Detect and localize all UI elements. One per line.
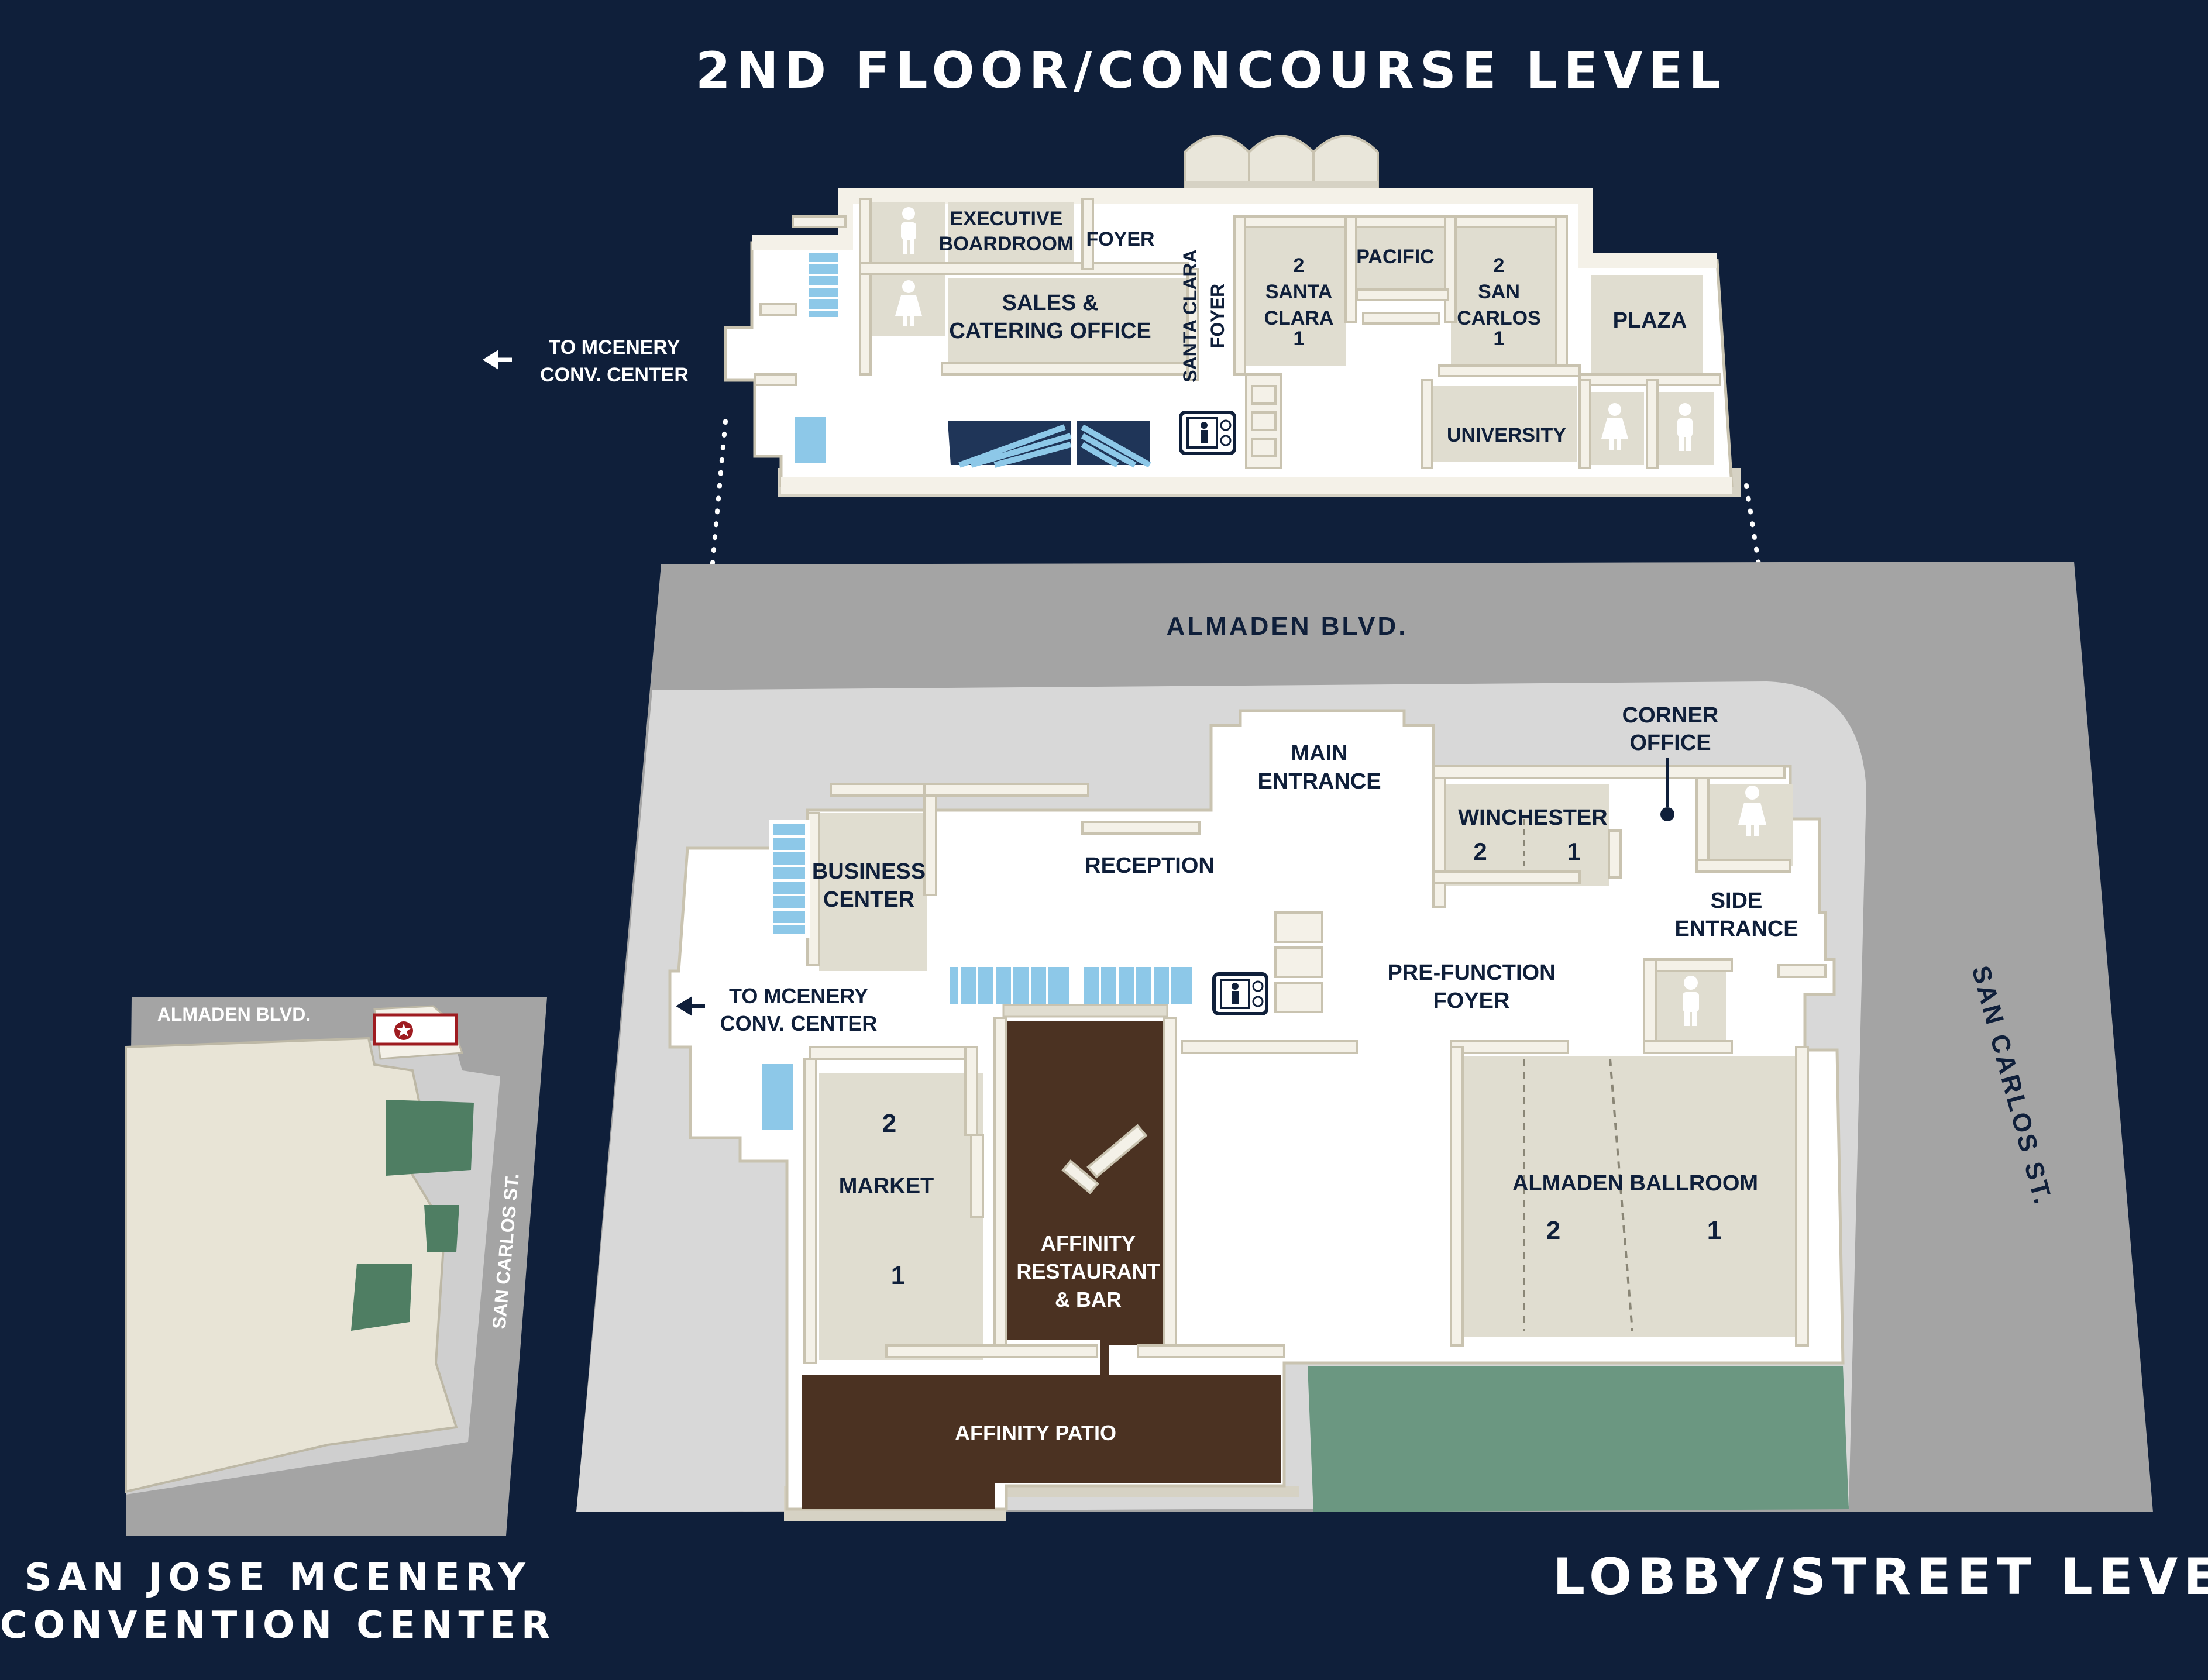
to-mcenery-2f-label-2: CONV. CENTER (540, 364, 689, 386)
san-carlos-label-name2: CARLOS (1457, 307, 1541, 329)
market-room (819, 1073, 983, 1360)
side-entrance-label-2: ENTRANCE (1674, 917, 1798, 941)
corner-office-label-2: OFFICE (1629, 731, 1711, 755)
lobby-walls (803, 765, 1827, 1364)
stairs-icon (806, 250, 841, 321)
market-1-label: 1 (891, 1261, 905, 1290)
restroom-men-icon (1683, 976, 1699, 1026)
ballroom-2-label: 2 (1546, 1216, 1560, 1245)
santa-clara-foyer-label-2: FOYER (1207, 284, 1228, 348)
lobby-title: LOBBY/STREET LEVEL (1553, 1548, 2208, 1606)
restroom-women-icon (1738, 786, 1766, 836)
main-entrance-label-2: ENTRANCE (1257, 769, 1381, 794)
garden-area (1308, 1366, 1849, 1512)
almaden-ballroom-label: ALMADEN BALLROOM (1512, 1171, 1758, 1196)
escalator-icon (757, 963, 1195, 1134)
market-label: MARKET (839, 1174, 934, 1199)
executive-boardroom-label-2: BOARDROOM (939, 233, 1074, 255)
santa-clara-label-name2: CLARA (1264, 307, 1334, 329)
elevator-icon (1212, 972, 1268, 1015)
san-carlos-label-1: 1 (1494, 328, 1505, 350)
business-center-label-2: CENTER (823, 887, 914, 912)
san-carlos-label-name1: SAN (1478, 281, 1520, 303)
university-room (1430, 386, 1577, 462)
arrow-left-icon (676, 996, 705, 1016)
santa-clara-room (1240, 225, 1346, 366)
convention-title-line1: SAN JOSE MCENERY (25, 1556, 531, 1599)
affinity-patio-label: AFFINITY PATIO (955, 1421, 1116, 1445)
elevator-icon (1179, 411, 1236, 455)
restroom-women-icon (895, 280, 922, 326)
restroom-women-icon (1601, 403, 1628, 450)
pacific-label: PACIFIC (1356, 246, 1434, 268)
minimap-almaden-label: ALMADEN BLVD. (157, 1004, 311, 1025)
market-2-label: 2 (882, 1109, 896, 1138)
convention-title-line2: CONVENTION CENTER (0, 1604, 556, 1647)
stairs-icon (769, 820, 810, 938)
winchester-1-label: 1 (1567, 838, 1580, 865)
plaza-room (1591, 275, 1703, 380)
prefunction-foyer-label-2: FOYER (1433, 989, 1510, 1013)
executive-boardroom-label-1: EXECUTIVE (950, 208, 1063, 230)
side-entrance-label-1: SIDE (1711, 889, 1763, 913)
star-marker-icon (394, 1021, 413, 1040)
almaden-blvd-label: ALMADEN BLVD. (1167, 612, 1408, 641)
second-floor-walls (754, 198, 1721, 469)
affinity-restaurant-area (1003, 1021, 1170, 1378)
hotel-footprint (373, 1013, 458, 1046)
escalator-icon (791, 414, 1151, 468)
affinity-restaurant-label-2: RESTAURANT (1016, 1259, 1160, 1283)
lobby-plan: ALMADEN BLVD. SAN CARLOS ST. MAIN ENTRAN… (576, 562, 2153, 1521)
university-label: UNIVERSITY (1447, 424, 1566, 446)
sales-catering-label-2: CATERING OFFICE (949, 319, 1151, 343)
almaden-ballroom-room (1463, 1056, 1802, 1337)
second-floor-plan: EXECUTIVE BOARDROOM FOYER SALES & CATERI… (483, 135, 1741, 497)
santa-clara-foyer-label-1: SANTA CLARA (1179, 249, 1201, 383)
affinity-patio-area (802, 1375, 1281, 1509)
to-mcenery-2f-label-1: TO MCENERY (549, 336, 680, 359)
minimap-convention-building (125, 1037, 458, 1493)
santa-clara-label-1: 1 (1294, 328, 1305, 350)
santa-clara-label-name1: SANTA (1265, 281, 1333, 303)
affinity-restaurant-label-1: AFFINITY (1041, 1231, 1136, 1255)
sales-catering-label-1: SALES & (1002, 291, 1099, 315)
prefunction-foyer-label-1: PRE-FUNCTION (1387, 961, 1555, 985)
reception-label: RECEPTION (1085, 853, 1215, 878)
convention-center-minimap: ALMADEN BLVD. SAN CARLOS ST. (125, 997, 547, 1536)
executive-boardroom-room (948, 202, 1074, 263)
main-entrance-label-1: MAIN (1291, 741, 1347, 766)
business-center-label-1: BUSINESS (812, 859, 926, 884)
san-carlos-label-2: 2 (1494, 254, 1505, 277)
corner-office-marker-icon (1660, 758, 1674, 821)
to-mcenery-lobby-label-2: CONV. CENTER (720, 1011, 878, 1035)
second-floor-title: 2ND FLOOR/CONCOURSE LEVEL (696, 42, 1726, 100)
restroom-men-icon (1677, 403, 1693, 451)
plaza-label: PLAZA (1613, 308, 1687, 333)
corner-office-label-1: CORNER (1622, 703, 1719, 728)
pacific-room (1357, 225, 1451, 290)
restroom-men-icon (901, 207, 916, 254)
ballroom-1-label: 1 (1707, 1216, 1721, 1245)
winchester-2-label: 2 (1473, 838, 1487, 865)
affinity-restaurant-label-3: & BAR (1055, 1287, 1122, 1311)
to-mcenery-lobby-label-1: TO MCENERY (729, 984, 868, 1008)
sales-catering-room (948, 278, 1194, 369)
santa-clara-label-2: 2 (1294, 254, 1305, 277)
business-center-room (819, 813, 927, 971)
arrow-left-icon (483, 350, 512, 370)
winchester-label: WINCHESTER (1458, 805, 1607, 830)
foyer-label: FOYER (1086, 228, 1154, 250)
san-carlos-room (1451, 225, 1556, 366)
